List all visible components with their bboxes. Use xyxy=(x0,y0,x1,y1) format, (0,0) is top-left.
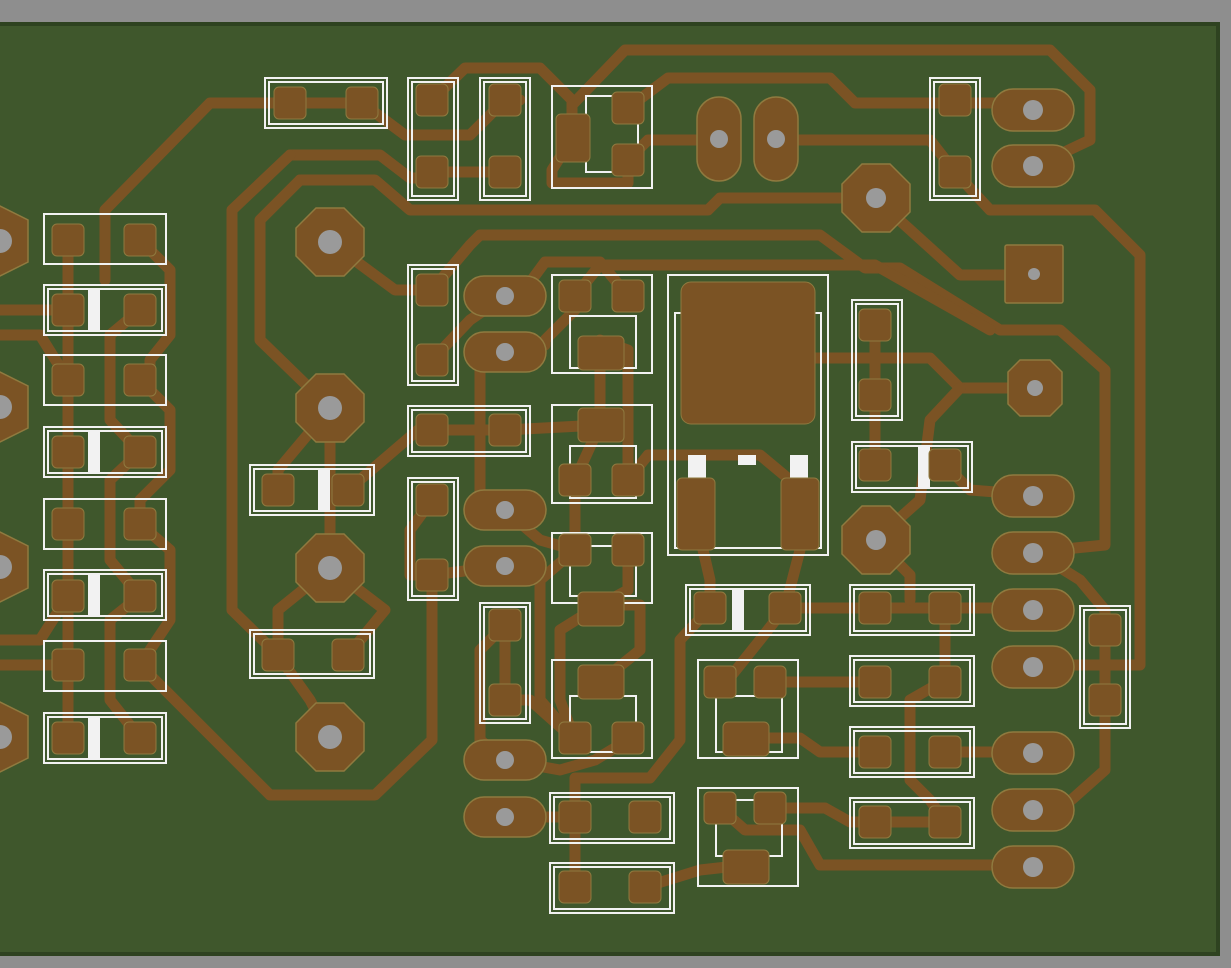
silkscreen-marks xyxy=(88,290,930,758)
smd-pads xyxy=(51,83,1122,904)
drill-holes xyxy=(0,100,1043,877)
